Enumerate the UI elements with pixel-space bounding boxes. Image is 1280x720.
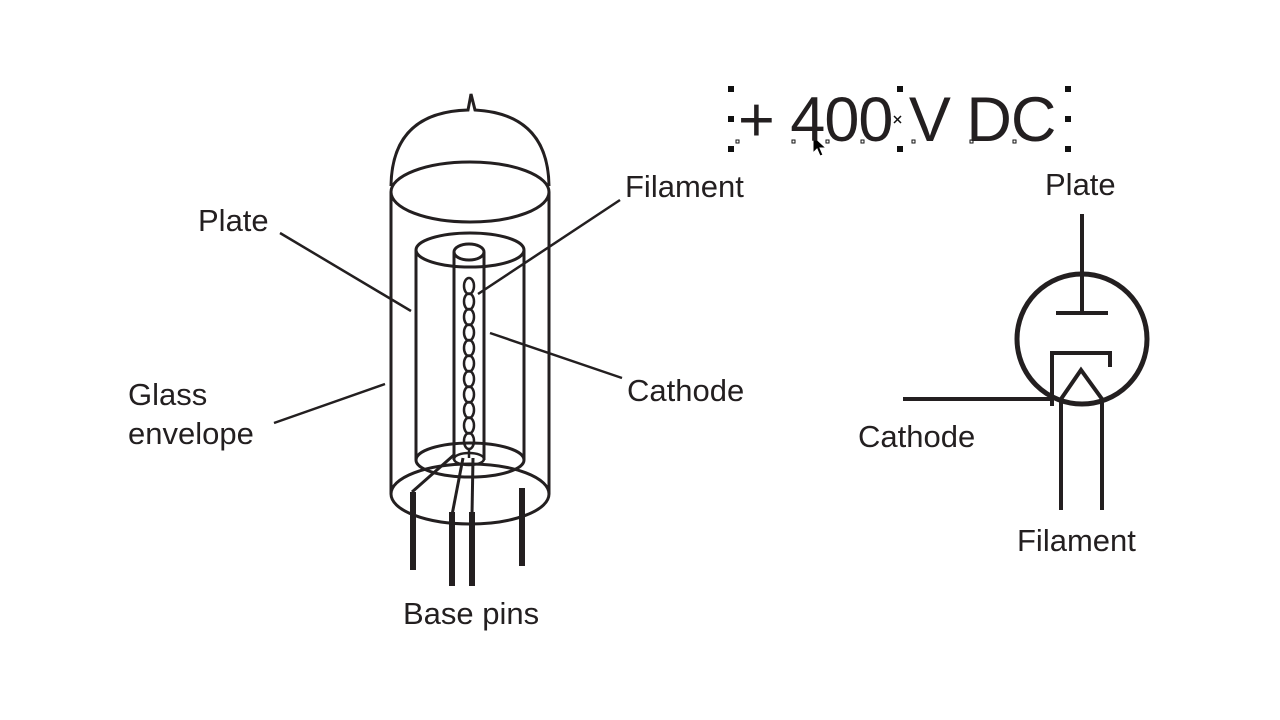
lead-wires: [411, 452, 475, 516]
label-filament: Filament: [625, 169, 744, 204]
label-cathode: Cathode: [627, 373, 745, 408]
filament-loop: [462, 323, 476, 342]
filament-loop: [462, 292, 476, 311]
cathode-sleeve: [452, 242, 486, 467]
filament-loop: [462, 276, 476, 296]
filament-symbol: [1059, 366, 1104, 510]
voltage-text[interactable]: + 400 V DC: [738, 85, 1056, 155]
vacuum-tube-drawing: [273, 93, 623, 586]
filament-loop: [462, 400, 476, 420]
text-selection-handles[interactable]: [728, 86, 1071, 152]
glass-envelope: [389, 93, 551, 526]
filament-coil: [462, 276, 476, 458]
symbol-label-plate: Plate: [1045, 167, 1116, 202]
filament-loop: [462, 338, 476, 358]
diode-schematic-symbol: [903, 214, 1150, 510]
label-base-pins: Base pins: [403, 596, 540, 631]
cathode-electrode: [1050, 351, 1112, 406]
mouse-cursor-icon: [812, 134, 828, 157]
filament-loop: [462, 416, 476, 435]
symbol-label-filament: Filament: [1017, 523, 1136, 558]
symbol-label-cathode: Cathode: [858, 419, 976, 454]
base-pins: [410, 488, 525, 586]
filament-loop: [462, 354, 476, 373]
filament-loop: [462, 307, 476, 327]
plate-cylinder: [414, 231, 526, 479]
label-plate: Plate: [198, 203, 269, 238]
label-envelope: envelope: [128, 416, 254, 451]
label-glass: Glass: [128, 377, 208, 412]
filament-loop: [462, 385, 476, 404]
filament-loop: [462, 431, 476, 451]
leader-lines: [273, 198, 623, 425]
filament-loop: [462, 369, 476, 389]
